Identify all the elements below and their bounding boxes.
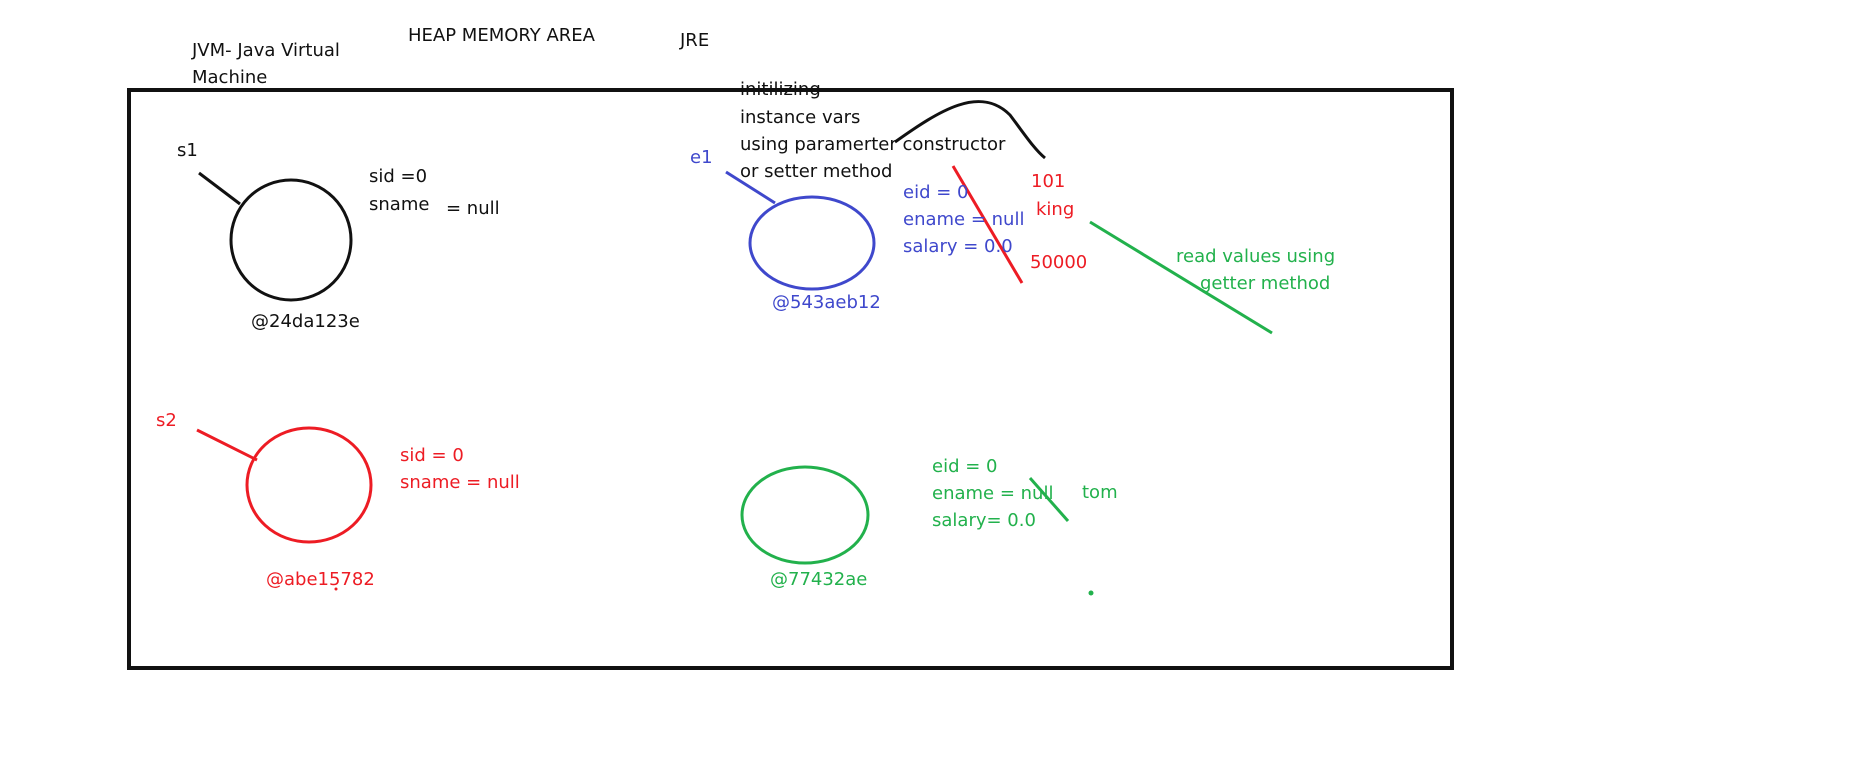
- e1-salary: salary = 0.0: [903, 236, 1013, 257]
- s1-sname-value: = null: [446, 198, 500, 219]
- s2-ref-label: s2: [156, 410, 177, 431]
- s2-sid: sid = 0: [400, 445, 464, 466]
- s1-ref-label: s1: [177, 140, 198, 161]
- read-note-line2: getter method: [1200, 273, 1331, 294]
- e2-eid: eid = 0: [932, 456, 998, 477]
- getter-line: [1089, 220, 1273, 335]
- s2-reference-line: [196, 428, 258, 462]
- green-dot: [1088, 590, 1094, 596]
- heap-memory-box: [127, 88, 1454, 670]
- e1-strike-line: [951, 165, 1024, 284]
- e1-reference-line: [725, 170, 776, 205]
- s2-sname: sname = null: [400, 472, 520, 493]
- s2-address: @abe15782: [266, 569, 375, 590]
- s1-sname: sname: [369, 194, 430, 215]
- s1-reference-line: [198, 171, 241, 206]
- heap-memory-label: HEAP MEMORY AREA: [408, 25, 595, 46]
- init-note-line2: instance vars: [740, 107, 861, 128]
- e2-strike-line: [1028, 477, 1070, 522]
- jvm-label-line1: JVM- Java Virtual: [192, 40, 340, 61]
- e1-ref-label: e1: [690, 147, 713, 168]
- e1-address: @543aeb12: [772, 292, 881, 313]
- read-note-line1: read values using: [1176, 246, 1336, 267]
- e2-new-ename: tom: [1082, 482, 1118, 503]
- s1-sid: sid =0: [369, 166, 428, 187]
- jre-label: JRE: [680, 30, 710, 51]
- e1-new-ename: king: [1036, 199, 1075, 220]
- e1-object-circle: [748, 195, 876, 291]
- e1-new-eid: 101: [1031, 171, 1066, 192]
- s2-object-circle: [245, 426, 373, 544]
- e1-new-salary: 50000: [1030, 252, 1088, 273]
- s1-address: @24da123e: [251, 311, 360, 332]
- init-note-line3: using paramerter constructor: [740, 134, 1006, 155]
- init-note-line4: or setter method: [740, 161, 893, 182]
- e2-object-circle: [740, 465, 870, 565]
- init-note-line1: initilizing: [740, 79, 821, 100]
- red-dot: [334, 587, 338, 591]
- init-arrow-curve: [894, 100, 1046, 160]
- e1-eid: eid = 0: [903, 182, 969, 203]
- e2-ename: ename = null: [932, 483, 1054, 504]
- e2-address: @77432ae: [770, 569, 868, 590]
- s1-object-circle: [229, 178, 353, 302]
- e1-ename: ename = null: [903, 209, 1025, 230]
- jvm-label-line2: Machine: [192, 67, 268, 88]
- e2-salary: salary= 0.0: [932, 510, 1036, 531]
